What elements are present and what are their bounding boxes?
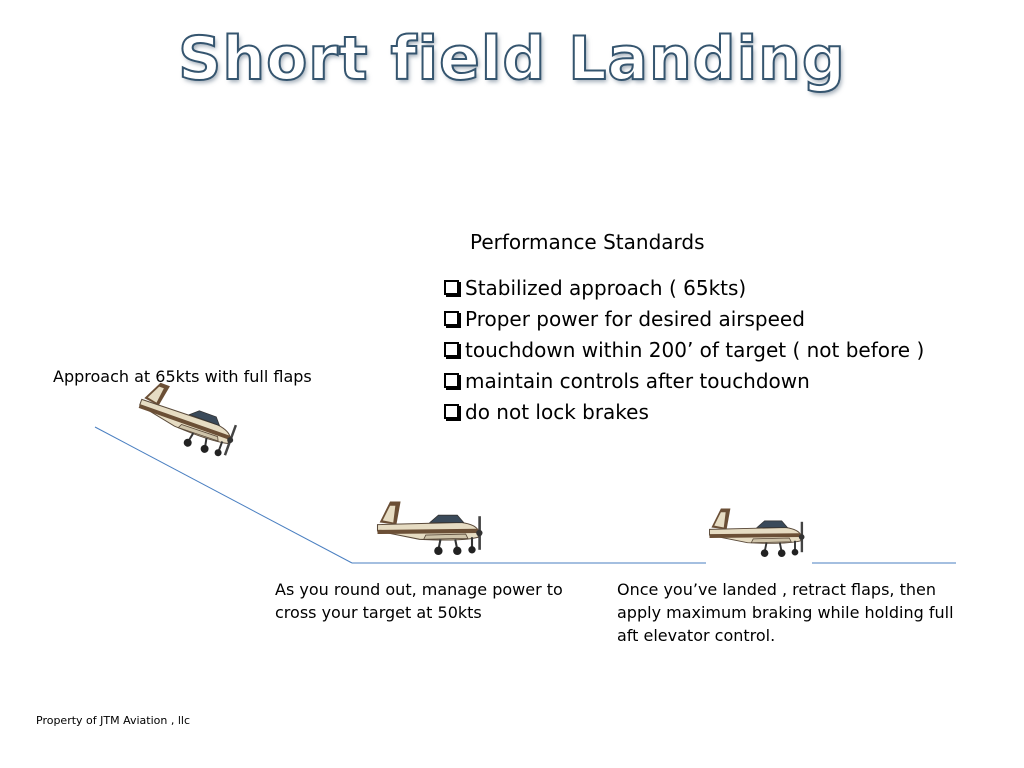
list-item-text: Stabilized approach ( 65kts) — [465, 275, 747, 300]
airplane-icon — [130, 377, 245, 462]
checkbox-icon — [444, 311, 459, 326]
roundout-caption: As you round out, manage power to cross … — [275, 580, 563, 622]
list-item: Proper power for desired airspeed — [444, 303, 924, 334]
list-item: do not lock brakes — [444, 396, 924, 427]
footer-copyright: Property of JTM Aviation , llc — [36, 714, 190, 727]
airplane-icon — [708, 507, 806, 558]
list-item: touchdown within 200’ of target ( not be… — [444, 334, 924, 365]
performance-standards-heading: Performance Standards — [470, 230, 705, 254]
approach-caption: Approach at 65kts with full flaps — [53, 367, 312, 386]
performance-standards-list: Stabilized approach ( 65kts) Proper powe… — [444, 272, 924, 427]
approach-path-line — [94, 426, 353, 564]
landed-caption: Once you’ve landed , retract flaps, then… — [617, 580, 954, 645]
checkbox-icon — [444, 342, 459, 357]
list-item-text: do not lock brakes — [465, 399, 649, 424]
checkbox-icon — [444, 280, 459, 295]
checkbox-icon — [444, 404, 459, 419]
list-item-text: maintain controls after touchdown — [465, 368, 810, 393]
list-item: Stabilized approach ( 65kts) — [444, 272, 924, 303]
airplane-icon — [376, 500, 484, 557]
checkbox-icon — [444, 373, 459, 388]
list-item-text: Proper power for desired airspeed — [465, 306, 805, 331]
list-item-text: touchdown within 200’ of target ( not be… — [465, 337, 925, 362]
list-item: maintain controls after touchdown — [444, 365, 924, 396]
slide-title: Short field Landing — [177, 23, 846, 95]
